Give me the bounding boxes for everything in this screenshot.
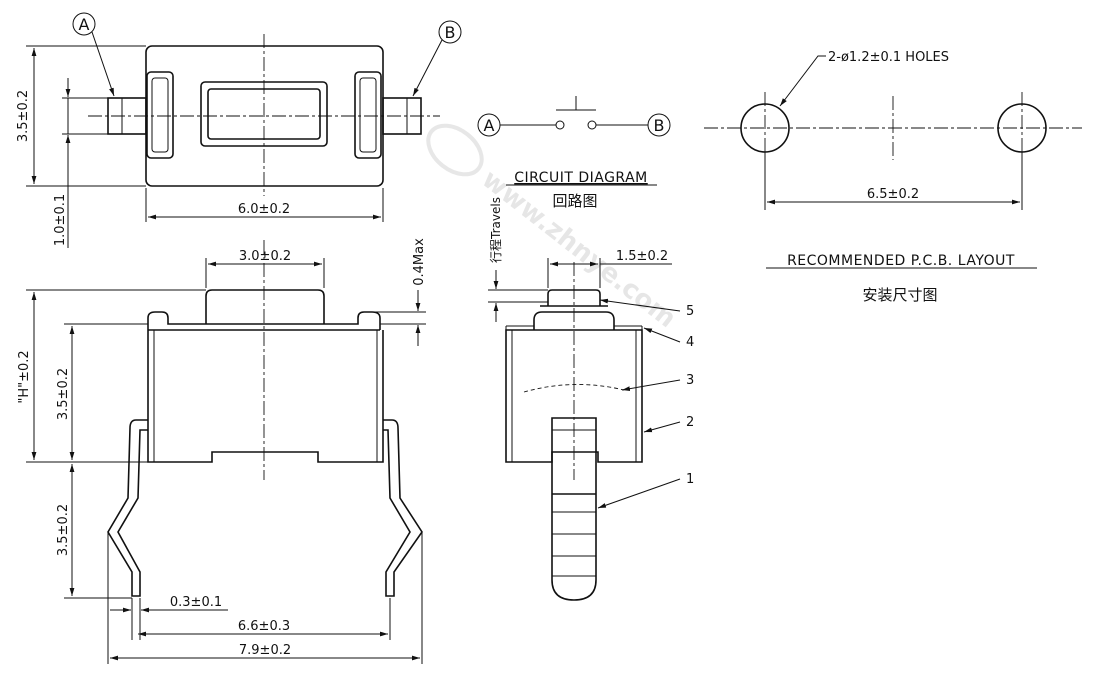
watermark: www.zhnye.com <box>426 123 681 334</box>
front-view: 3.0±0.2 0.4Max "H"±0.2 3.5±0.2 3.5±0.2 0… <box>17 238 427 664</box>
dim-top-height: 3.5±0.2 <box>16 90 31 142</box>
dim-top-width: 6.0±0.2 <box>238 202 290 217</box>
front-view-right-leg <box>383 419 423 597</box>
side-view: 行程Travels 1.5±0.2 1 2 3 4 5 <box>488 197 694 601</box>
part-callout-3: 3 <box>686 373 694 388</box>
dim-side-button: 1.5±0.2 <box>616 249 668 264</box>
part-callout-5: 5 <box>686 304 694 319</box>
dim-front-button: 3.0±0.2 <box>239 249 291 264</box>
pcb-layout: 2-ø1.2±0.1 HOLES 6.5±0.2 RECOMMENDED P.C… <box>704 50 1082 304</box>
circuit-marker-b: B <box>654 116 665 135</box>
top-view: 3.5±0.2 1.0±0.1 6.0±0.2 A B <box>16 12 462 248</box>
circuit-marker-b-circle <box>647 113 671 137</box>
pcb-title: RECOMMENDED P.C.B. LAYOUT <box>787 253 1015 269</box>
marker-b: B <box>445 23 456 42</box>
dim-front-leg: 3.5±0.2 <box>56 504 71 556</box>
front-view-left-leg <box>107 419 148 597</box>
circuit-marker-a: A <box>484 116 495 135</box>
dim-front-overall: 7.9±0.2 <box>239 643 291 658</box>
top-view-left-clip <box>146 71 174 159</box>
dim-pcb-pitch: 6.5±0.2 <box>867 187 919 202</box>
pcb-title-cn: 安装尺寸图 <box>862 286 937 304</box>
dim-front-max: 0.4Max <box>412 238 427 286</box>
marker-a: A <box>79 15 90 34</box>
side-view-body <box>505 329 643 463</box>
circuit-diagram: A B CIRCUIT DIAGRAM 回路图 <box>477 96 671 210</box>
dim-front-pitch: 6.6±0.3 <box>238 619 290 634</box>
dim-front-body: 3.5±0.2 <box>56 368 71 420</box>
side-view-terminal <box>551 417 597 601</box>
circuit-contact-right <box>587 120 597 130</box>
dim-front-h: "H"±0.2 <box>17 350 32 403</box>
circuit-title-cn: 回路图 <box>552 192 597 210</box>
part-callout-2: 2 <box>686 415 694 430</box>
front-view-body <box>147 330 384 463</box>
marker-a-circle <box>72 12 96 36</box>
front-view-plunger <box>205 289 325 324</box>
marker-b-circle <box>438 20 462 44</box>
circuit-contact-left <box>555 120 565 130</box>
pcb-holes-spec: 2-ø1.2±0.1 HOLES <box>828 50 949 65</box>
top-view-right-clip <box>354 71 382 159</box>
side-travel-label: 行程Travels <box>488 197 503 263</box>
circuit-title: CIRCUIT DIAGRAM <box>514 170 648 186</box>
dim-front-lead: 0.3±0.1 <box>170 595 222 610</box>
dim-top-terminal: 1.0±0.1 <box>53 194 68 246</box>
part-callout-4: 4 <box>686 335 694 350</box>
part-callout-1: 1 <box>686 472 694 487</box>
